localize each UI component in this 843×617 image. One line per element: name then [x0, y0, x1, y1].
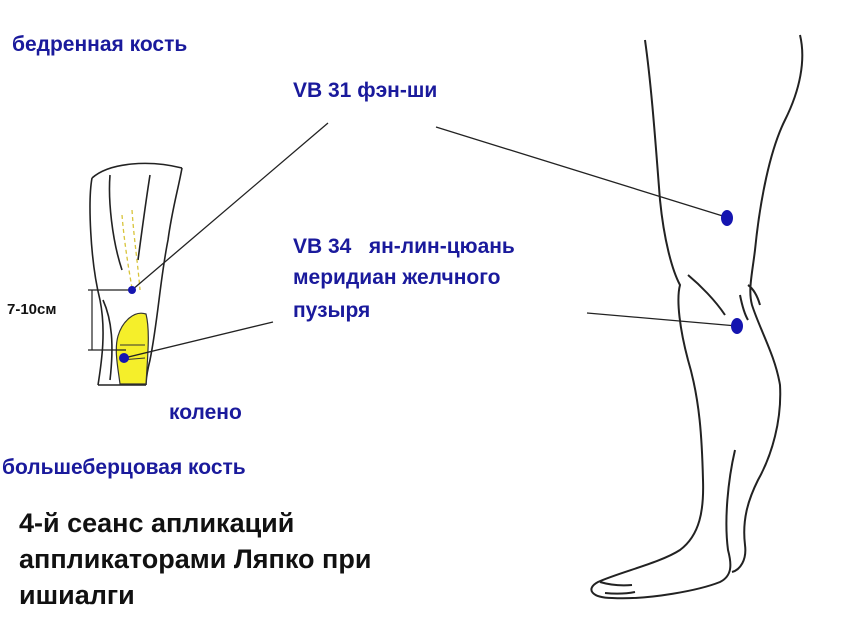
caption-line-1: 4-й сеанс апликаций: [19, 508, 295, 538]
label-tibia: большеберцовая кость: [2, 456, 246, 479]
pointer-line-vb31-knee: [131, 122, 329, 291]
caption: 4-й сеанс апликаций аппликаторами Ляпко …: [19, 505, 371, 613]
point-vb31-leg: [721, 210, 733, 226]
distance-bracket: [88, 289, 132, 351]
label-vb34-line2: меридиан желчного: [293, 266, 501, 289]
label-vb31: VB 31 фэн-ши: [293, 79, 438, 102]
label-knee: колено: [169, 401, 242, 424]
pointer-line-vb34-knee: [123, 321, 274, 359]
label-vb34-line3: пузыря: [293, 299, 371, 322]
pointer-line-vb34-leg: [586, 312, 738, 327]
label-distance: 7-10см: [7, 301, 57, 318]
label-femur: бедренная кость: [12, 33, 188, 56]
caption-line-2: аппликаторами Ляпко при: [19, 544, 372, 574]
caption-line-3: ишиалги: [19, 580, 135, 610]
tibia-bone: [115, 312, 149, 385]
knee-anatomy-drawing: [89, 162, 183, 386]
leg-outline-drawing: [590, 34, 804, 600]
point-vb34-leg: [731, 318, 743, 334]
femur-sketch: [121, 209, 141, 291]
point-vb34-knee: [119, 353, 129, 363]
label-vb34-line1: VB 34 ян-лин-цюань: [293, 235, 515, 258]
point-vb31-knee: [128, 286, 136, 294]
pointer-line-vb31-leg: [435, 126, 727, 218]
